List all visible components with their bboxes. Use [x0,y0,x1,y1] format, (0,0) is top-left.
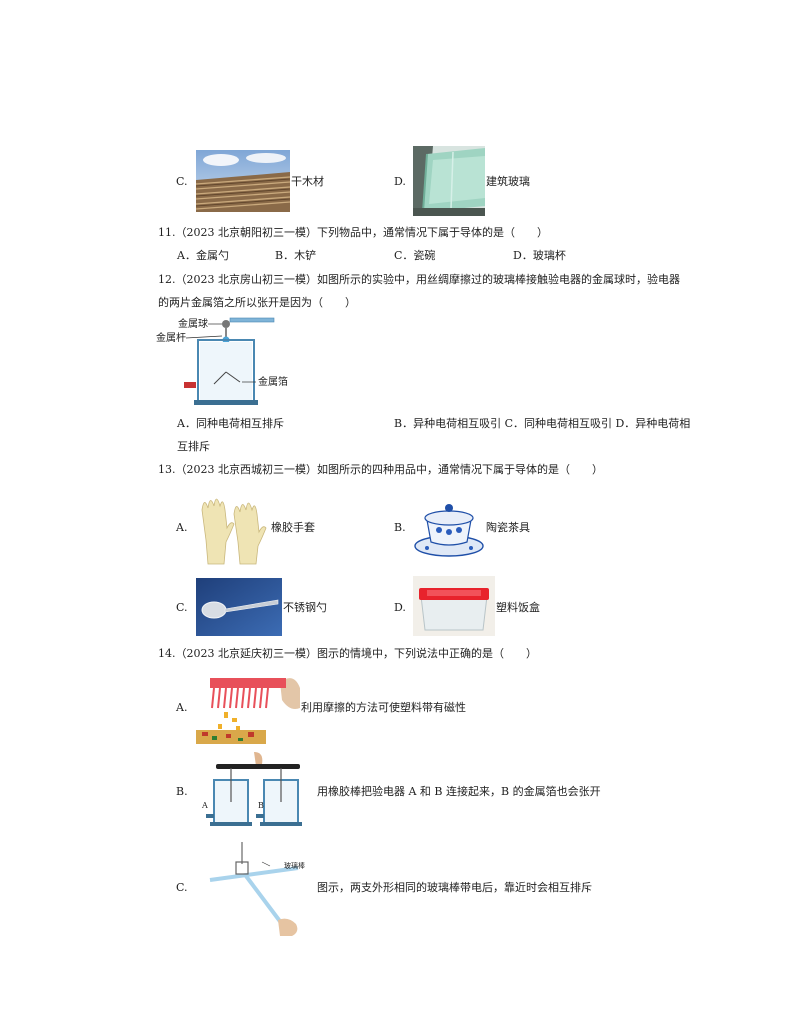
glass-rods-image [206,840,306,936]
q12-option-a: A．同种电荷相互排斥 [177,417,284,430]
q14-option-a-text: 利用摩擦的方法可使塑料带有磁性 [301,701,466,714]
q14-fig-label-b: B [258,801,264,810]
q10-option-c-text: 干木材 [291,175,324,188]
q13-option-d-letter: D. [394,601,406,614]
q14-option-c-text: 图示，两支外形相同的玻璃棒带电后，靠近时会相互排斥 [317,881,592,894]
q13-option-c-text: 不锈钢勺 [283,601,327,614]
rubber-gloves-image [196,490,270,566]
plastic-lunchbox-image [413,576,495,636]
q12-option-bcd: B．异种电荷相互吸引 C．同种电荷相互吸引 D．异种电荷相 [394,417,691,430]
q13-option-b-text: 陶瓷茶具 [486,521,530,534]
q14-option-b-text: 用橡胶棒把验电器 A 和 B 连接起来，B 的金属箔也会张开 [317,785,601,798]
comb-paper-image [196,668,300,744]
stainless-spoon-image [196,578,282,636]
q13-stem: 13.（2023 北京西城初三一模）如图所示的四种用品中，通常情况下属于导体的是… [158,463,603,476]
label-metal-rod: 金属杆 [156,333,186,344]
q14-fig-label-a: A [202,801,208,810]
label-metal-ball: 金属球 [178,319,208,330]
q14-option-b-letter: B. [176,785,188,798]
q10-option-c-letter: C. [176,175,188,188]
q10-option-d-letter: D. [394,175,406,188]
q11-option-b: B．木铲 [275,249,317,262]
electroscope-figure [150,314,290,414]
q11-option-d: D．玻璃杯 [513,249,566,262]
two-electroscopes-image [196,750,308,834]
q14-option-a-letter: A. [176,701,188,714]
q11-option-c: C．瓷碗 [394,249,436,262]
building-glass-image [413,146,485,216]
q13-option-d-text: 塑料饭盒 [496,601,540,614]
q11-stem: 11.（2023 北京朝阳初三一模）下列物品中，通常情况下属于导体的是（ ） [158,226,548,239]
q11-option-a: A．金属勺 [177,249,229,262]
dry-wood-image [196,150,290,212]
q12-stem-line2: 的两片金属箔之所以张开是因为（ ） [158,296,356,309]
q13-option-b-letter: B. [394,521,406,534]
q14-option-c-letter: C. [176,881,188,894]
q10-option-d-text: 建筑玻璃 [486,175,530,188]
q13-option-a-letter: A. [176,521,188,534]
q12-stem-line1: 12.（2023 北京房山初三一模）如图所示的实验中，用丝绸摩擦过的玻璃棒接触验… [158,273,680,286]
label-metal-foil: 金属箔 [258,377,288,388]
q13-option-a-text: 橡胶手套 [271,521,315,534]
ceramic-tea-set-image [413,494,485,560]
q14-stem: 14.（2023 北京延庆初三一模）图示的情境中，下列说法中正确的是（ ） [158,647,537,660]
q12-option-d-wrap: 互排斥 [177,440,210,453]
q14-fig-label-glass-rod: 玻璃棒 [284,862,305,870]
q13-option-c-letter: C. [176,601,188,614]
